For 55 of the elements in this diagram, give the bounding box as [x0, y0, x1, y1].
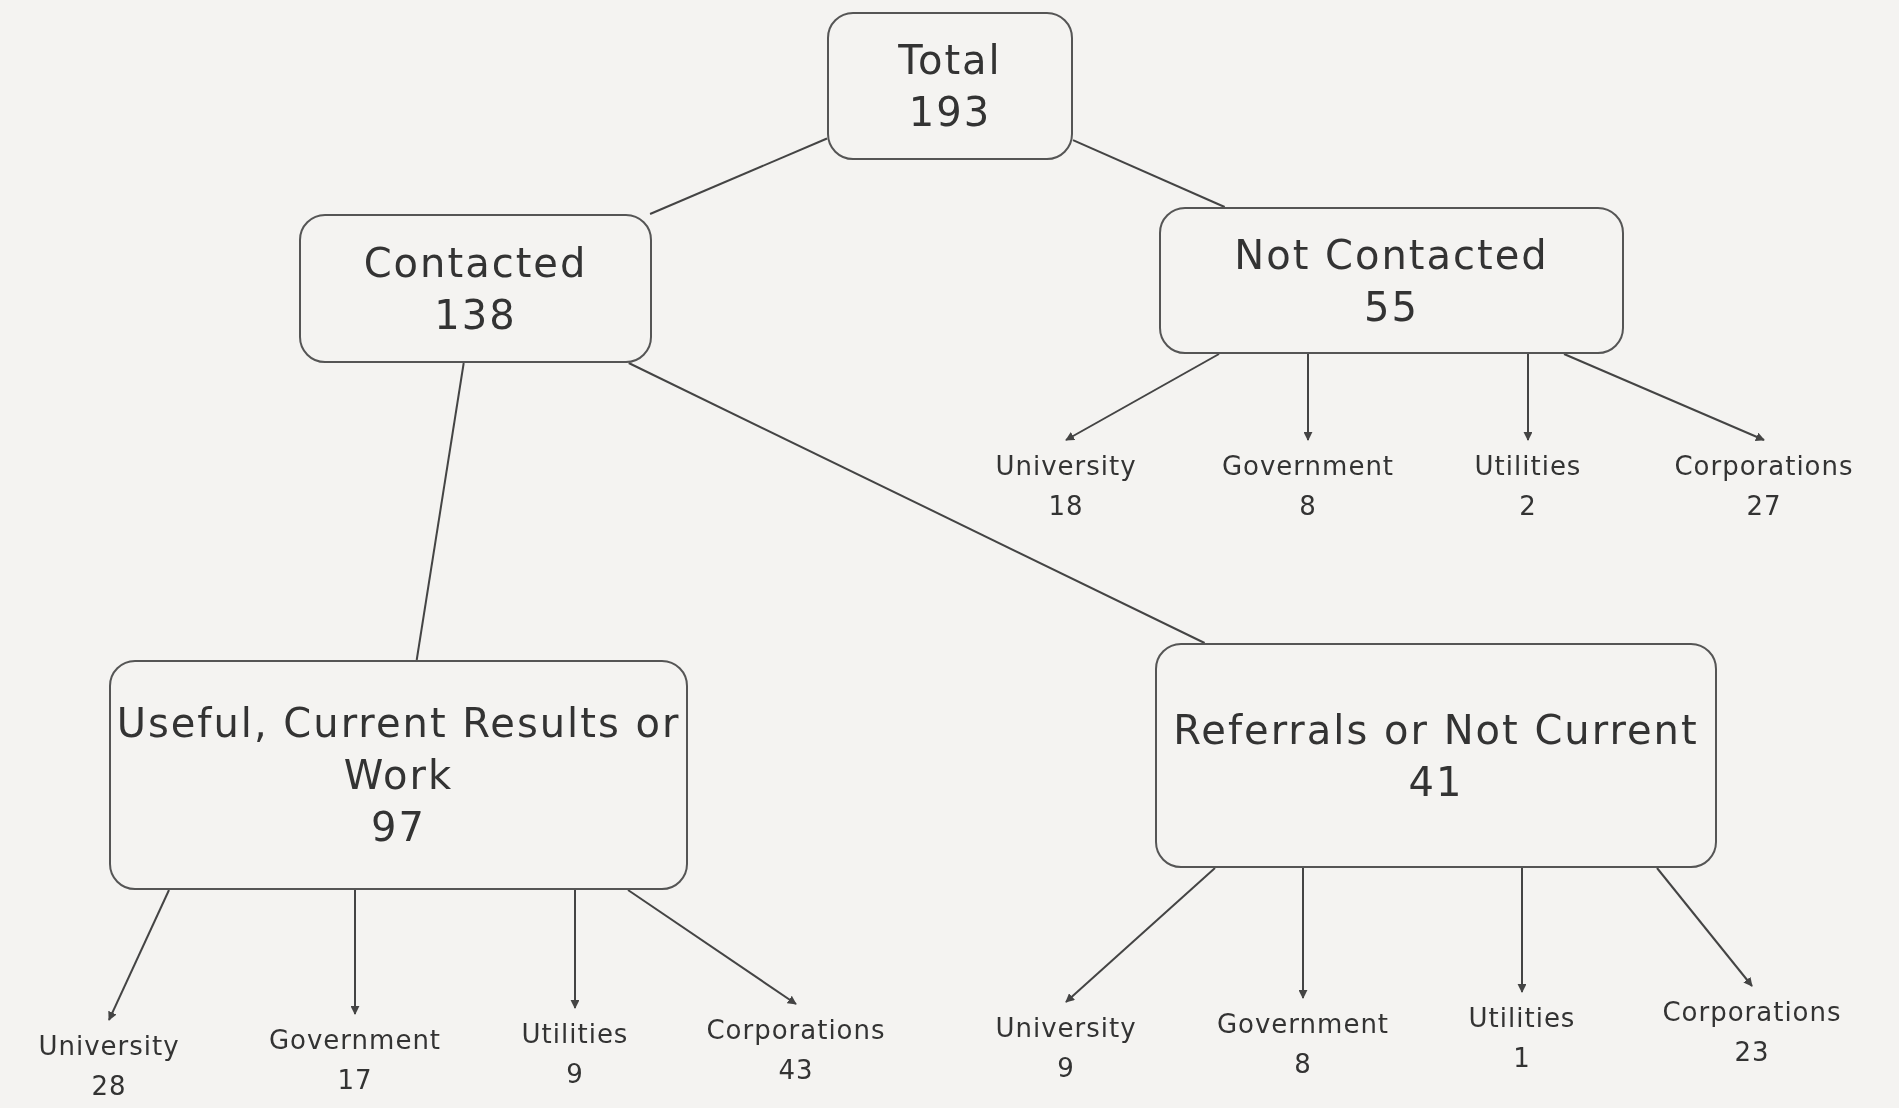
count-label: 9	[1057, 1052, 1075, 1086]
category-label: University	[995, 450, 1137, 483]
box-label: 138	[434, 290, 517, 340]
arrow	[1656, 867, 1753, 987]
box-label: 193	[908, 88, 992, 137]
category-label: Corporations	[1674, 450, 1854, 483]
count-label: 23	[1734, 1036, 1770, 1070]
category-label: Government	[268, 1024, 442, 1057]
count-label: 8	[1299, 490, 1317, 524]
connector-line	[649, 137, 828, 215]
box-label: Total	[898, 36, 1002, 85]
box-label: Contacted	[363, 238, 588, 288]
category-label: Corporations	[706, 1014, 886, 1047]
count-label: 18	[1048, 490, 1084, 524]
connector-line	[415, 362, 465, 661]
arrow	[1563, 353, 1765, 441]
process-box	[299, 214, 652, 363]
count-label: 27	[1746, 490, 1782, 524]
arrow	[1065, 867, 1216, 1003]
count-label: 43	[778, 1054, 814, 1088]
arrow	[1517, 867, 1527, 993]
category-label: Utilities	[1474, 450, 1582, 483]
connector-line	[627, 362, 1206, 644]
arrow	[1065, 353, 1220, 441]
arrow	[108, 889, 170, 1021]
arrow	[350, 889, 360, 1015]
box-label: Not Contacted	[1234, 230, 1549, 280]
arrow	[570, 889, 580, 1009]
process-box	[109, 660, 688, 890]
count-label: 8	[1294, 1048, 1312, 1082]
category-label: Government	[1216, 1008, 1390, 1041]
category-label: Utilities	[1468, 1002, 1576, 1035]
arrow	[627, 889, 797, 1005]
box-label: Useful, Current Results or Work	[115, 699, 682, 800]
count-label: 2	[1519, 490, 1537, 524]
process-box	[1155, 643, 1717, 868]
box-label: 97	[371, 803, 426, 852]
category-label: Government	[1221, 450, 1395, 483]
category-label: Corporations	[1662, 996, 1842, 1029]
count-label: 9	[566, 1058, 584, 1092]
box-label: 41	[1408, 757, 1464, 807]
count-label: 28	[91, 1070, 127, 1104]
box-label: 55	[1364, 282, 1419, 332]
arrow	[1303, 353, 1313, 441]
category-label: University	[38, 1030, 180, 1063]
arrow	[1298, 867, 1308, 999]
category-label: University	[995, 1012, 1137, 1045]
connector-line	[1072, 139, 1226, 208]
box-label: Referrals or Not Current	[1173, 705, 1699, 755]
count-label: 1	[1513, 1042, 1531, 1076]
count-label: 17	[337, 1064, 373, 1098]
process-box	[1159, 207, 1624, 354]
arrow	[1523, 353, 1533, 441]
process-box	[827, 12, 1073, 160]
category-label: Utilities	[521, 1018, 629, 1051]
